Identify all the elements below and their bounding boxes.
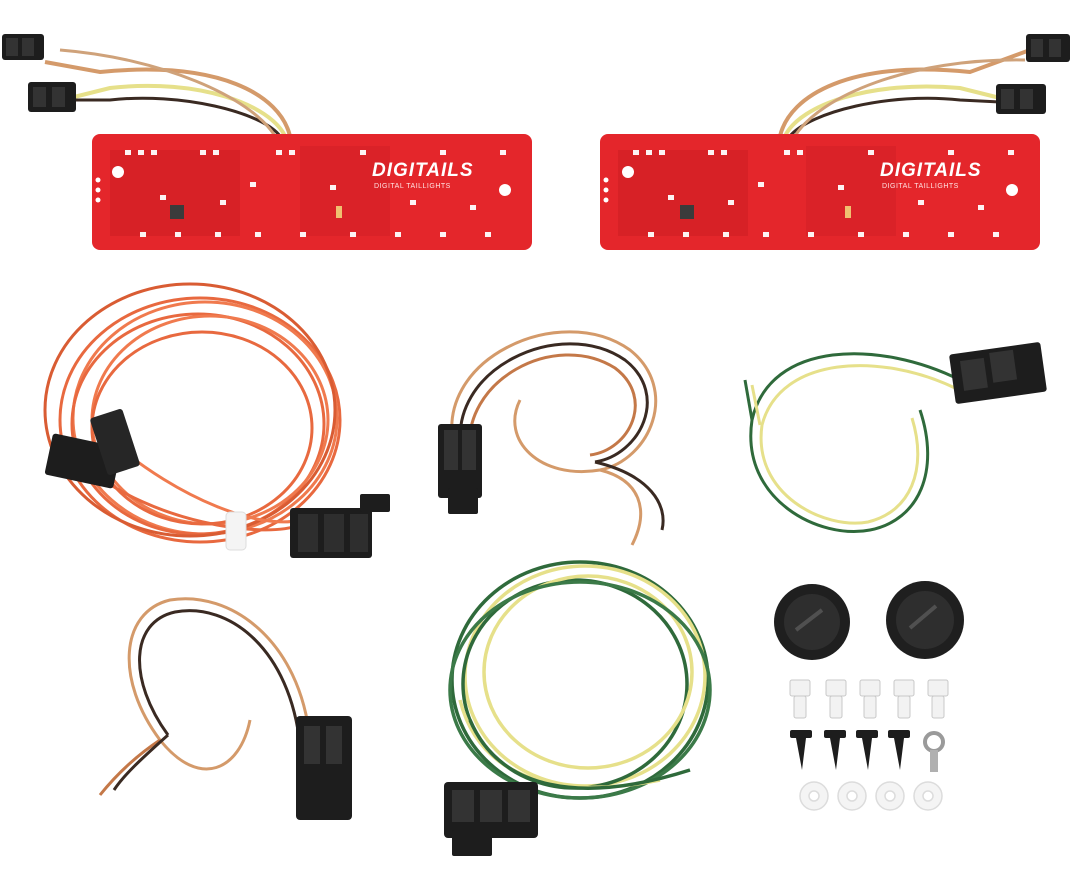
brown-tan-pigtail	[450, 330, 665, 546]
ring-terminal	[923, 731, 945, 772]
pcb-right-brand: DIGITAILS	[880, 160, 982, 181]
coil-wrap-tie	[225, 511, 247, 551]
pcb-left-subtext: DIGITAL TAILLIGHTS	[374, 183, 451, 190]
board-right-connector-a	[1026, 34, 1070, 62]
grommet-left	[774, 584, 850, 660]
grommet-right	[886, 581, 964, 659]
brown-tan-pigtail-connector	[438, 424, 482, 514]
pcb-right	[600, 134, 1040, 250]
board-left-connector-a	[2, 34, 44, 60]
green-yellow-pigtail-connector	[949, 342, 1047, 404]
green-yellow-harness-connector	[444, 782, 538, 856]
mounting-hardware	[789, 679, 949, 811]
green-yellow-harness	[448, 560, 712, 800]
pcb-right-subtext: DIGITAL TAILLIGHTS	[882, 183, 959, 190]
board-left-connector-b	[28, 82, 76, 112]
brown-tan-pigtail-small	[98, 597, 312, 796]
orange-harness-coil	[43, 282, 342, 544]
rubber-grommets	[774, 581, 964, 660]
brown-tan-pigtail-small-connector	[296, 716, 352, 820]
pcb-right-leds	[633, 150, 1014, 237]
led-taillight-board-right: DIGITAILS DIGITAL TAILLIGHTS	[600, 34, 1070, 250]
plastic-standoffs	[789, 679, 949, 719]
orange-harness-connector-a	[44, 408, 140, 489]
led-taillight-board-left: DIGITAILS DIGITAL TAILLIGHTS	[2, 34, 532, 250]
green-yellow-pigtail	[743, 352, 961, 533]
pcb-left-leds	[125, 150, 506, 237]
pcb-left-brand: DIGITAILS	[372, 160, 474, 181]
board-right-connector-b	[996, 84, 1046, 114]
orange-harness-connector-b	[290, 494, 390, 558]
push-pin-fasteners	[790, 730, 910, 770]
nylon-washers	[799, 781, 943, 811]
pcb-left	[92, 134, 532, 250]
